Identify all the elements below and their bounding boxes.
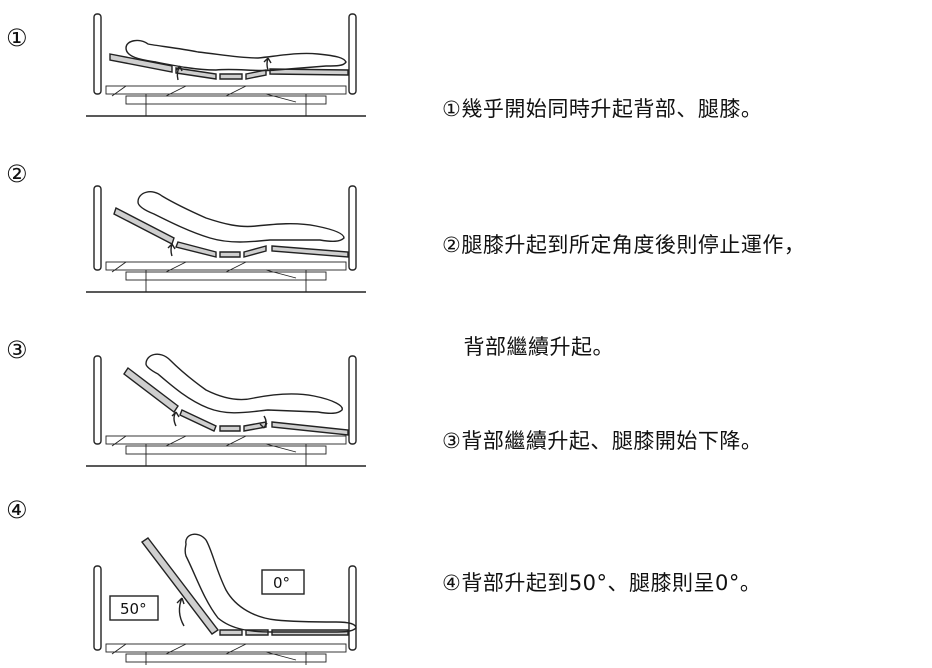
step-number: ① [6, 24, 28, 52]
bed-illustration: 50° 0° [93, 533, 357, 665]
step-caption: ②腿膝升起到所定角度後則停止運作， 背部繼續升起。 [442, 160, 805, 432]
step-caption: ①幾乎開始同時升起背部、腿膝。 [442, 24, 762, 194]
step-number: ② [6, 160, 28, 188]
caption-line: ①幾乎開始同時升起背部、腿膝。 [442, 97, 763, 121]
knee-angle-label-box [261, 569, 305, 595]
knee-angle-label: 0° [273, 574, 290, 592]
caption-line: ③背部繼續升起、腿膝開始下降。 [442, 429, 763, 453]
step-caption: ④背部升起到50°、腿膝則呈0°。 [442, 498, 761, 668]
back-angle-label: 50° [120, 600, 147, 618]
caption-line: 背部繼續升起。 [442, 335, 614, 359]
bed-illustration [86, 353, 366, 467]
caption-line: ④背部升起到50°、腿膝則呈0°。 [442, 571, 762, 595]
caption-line: ②腿膝升起到所定角度後則停止運作， [442, 233, 806, 257]
step-caption: ③背部繼續升起、腿膝開始下降。 [442, 356, 762, 526]
step-number: ③ [6, 336, 28, 364]
step-number: ④ [6, 496, 28, 524]
bed-illustration [86, 185, 366, 293]
bed-illustration [86, 13, 366, 117]
back-angle-label-box [109, 595, 159, 621]
